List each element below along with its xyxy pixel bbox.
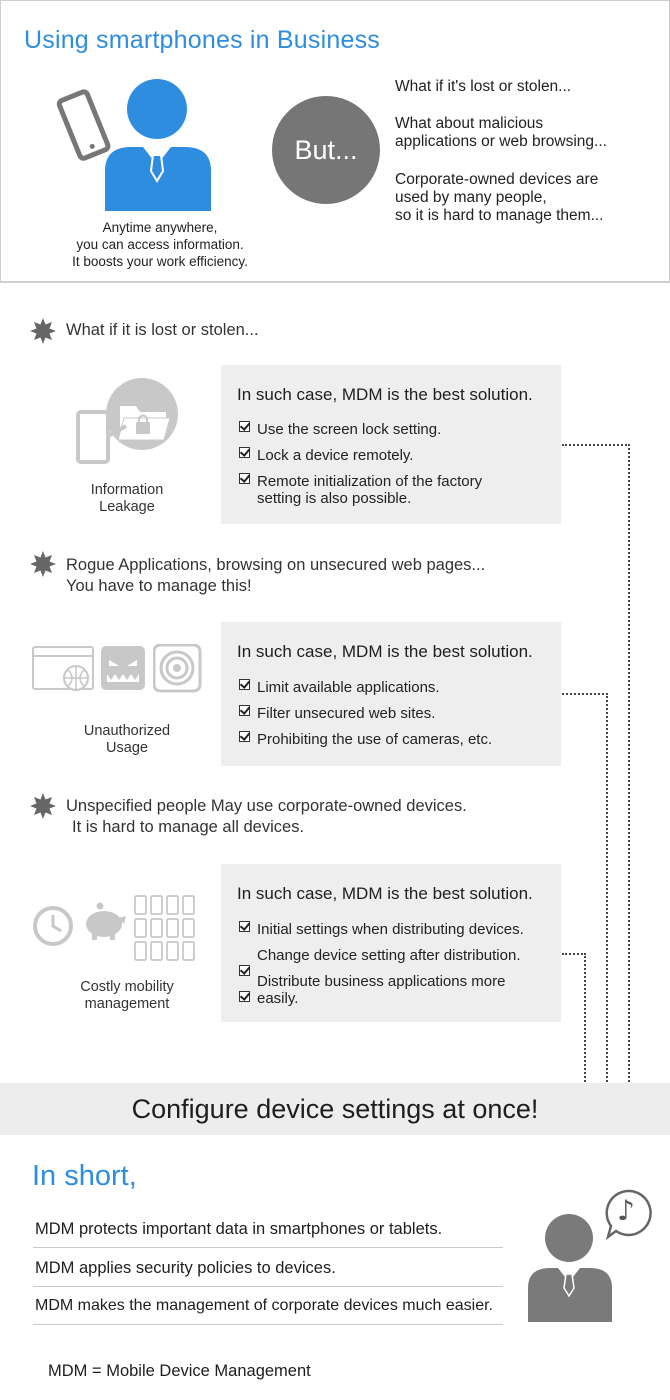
solution-box-lost: In such case, MDM is the best solution. … xyxy=(221,365,561,524)
solution-item: Distribute business applications more ea… xyxy=(257,973,506,1007)
device-grid-icon xyxy=(134,895,195,961)
connector-line xyxy=(562,444,630,446)
summary-row: MDM protects important data in smartphon… xyxy=(33,1220,503,1248)
starburst-bullet-icon xyxy=(30,793,56,819)
section-heading-lost: What if it is lost or stolen... xyxy=(66,321,259,339)
checkbox-icon xyxy=(239,473,250,484)
summary-row: MDM makes the management of corporate de… xyxy=(33,1297,503,1325)
intro-caption: Anytime anywhere, you can access informa… xyxy=(72,220,248,269)
starburst-bullet-icon xyxy=(30,551,56,577)
checkbox-icon xyxy=(239,421,250,432)
solution-item: Filter unsecured web sites. xyxy=(257,705,436,722)
connector-line xyxy=(562,693,608,695)
icon-label-costly-management: Costly mobility management xyxy=(80,979,174,1012)
banner-text: Configure device settings at once! xyxy=(131,1094,539,1124)
solution-box-shared-devices: In such case, MDM is the best solution. … xyxy=(221,864,561,1022)
summary-title: In short, xyxy=(32,1160,137,1192)
checkbox-icon xyxy=(239,705,250,716)
connector-line xyxy=(584,953,586,1090)
solution-box-title: In such case, MDM is the best solution. xyxy=(237,884,533,903)
summary-row: MDM applies security policies to devices… xyxy=(33,1259,503,1287)
configure-banner: Configure device settings at once! xyxy=(0,1083,670,1135)
speech-bubble-icon xyxy=(605,1189,652,1241)
concern-lost: What if it's lost or stolen... xyxy=(395,78,572,95)
solution-item: Lock a device remotely. xyxy=(257,447,414,464)
solution-box-title: In such case, MDM is the best solution. xyxy=(237,642,533,661)
checkbox-icon xyxy=(239,447,250,458)
checkbox-icon xyxy=(239,731,250,742)
checkbox-icon xyxy=(239,921,250,932)
starburst-bullet-icon xyxy=(30,318,56,344)
but-badge: But... xyxy=(272,96,380,204)
solution-item: Use the screen lock setting. xyxy=(257,421,442,438)
mdm-definition: MDM = Mobile Device Management xyxy=(48,1362,311,1380)
businessman-icon xyxy=(105,79,211,211)
browser-globe-icon xyxy=(32,646,94,691)
checkbox-icon xyxy=(239,965,250,976)
solution-item: Remote initialization of the factory set… xyxy=(257,473,483,507)
connector-line xyxy=(628,444,630,1090)
section-heading-shared-devices: Unspecified people May use corporate-own… xyxy=(66,797,467,836)
information-leakage-icon xyxy=(76,378,178,464)
piggy-bank-icon xyxy=(86,902,126,940)
section-heading-rogue-apps: Rogue Applications, browsing on unsecure… xyxy=(66,556,486,595)
connector-line xyxy=(562,953,586,955)
music-note-icon: ♪ xyxy=(617,1194,635,1227)
checkbox-icon xyxy=(239,679,250,690)
page-title: Using smartphones in Business xyxy=(24,26,380,54)
connector-line xyxy=(606,693,608,1090)
malware-monster-icon xyxy=(101,646,145,690)
camera-lens-icon xyxy=(153,644,202,693)
businessman-gray-icon xyxy=(528,1214,612,1322)
solution-box-title: In such case, MDM is the best solution. xyxy=(237,385,533,404)
solution-item: Prohibiting the use of cameras, etc. xyxy=(257,731,493,748)
smartphone-icon xyxy=(56,89,111,161)
solution-item: Initial settings when distributing devic… xyxy=(257,921,524,938)
solution-item: Limit available applications. xyxy=(257,679,440,696)
solution-box-rogue-apps: In such case, MDM is the best solution. … xyxy=(221,622,561,766)
icon-label-information-leakage: Information Leakage xyxy=(90,482,164,515)
solution-item: Change device setting after distribution… xyxy=(257,947,521,964)
checkbox-icon xyxy=(239,991,250,1002)
concern-shared-devices: Corporate-owned devices are used by many… xyxy=(395,171,604,224)
concern-malicious: What about malicious applications or web… xyxy=(395,115,607,150)
icon-label-unauthorized-usage: Unauthorized Usage xyxy=(83,723,171,756)
clock-icon xyxy=(33,906,73,946)
